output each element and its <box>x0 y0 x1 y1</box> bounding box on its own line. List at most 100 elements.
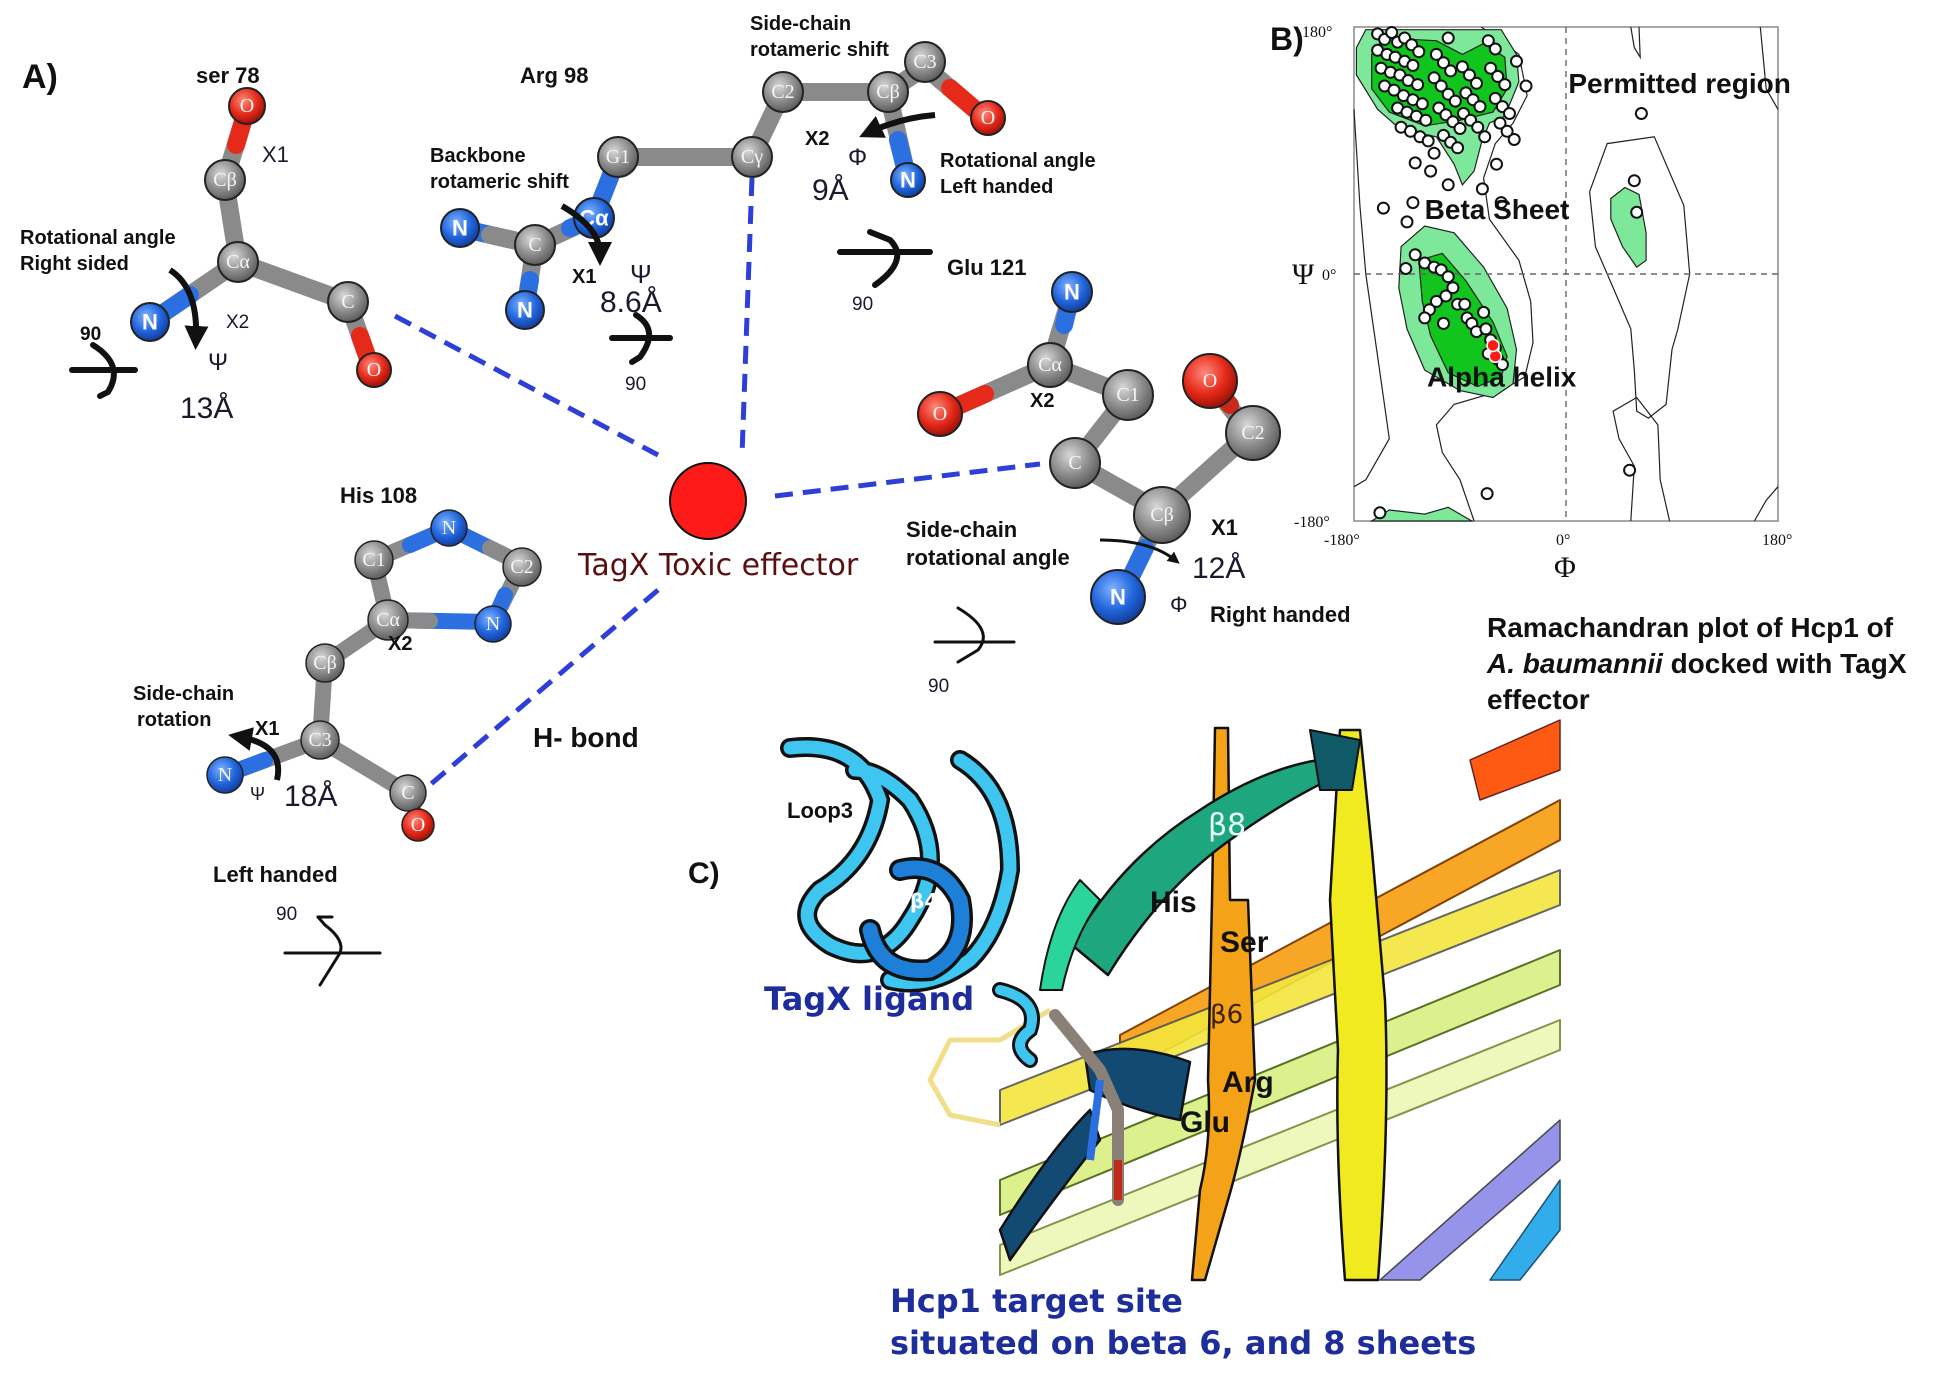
chi2-label: X2 <box>226 312 249 333</box>
sc-note-1: Side-chain <box>906 517 1017 542</box>
rotation-90-label-1: 90 <box>625 374 646 395</box>
caption-line-1: Ramachandran plot of Hcp1 of <box>1487 612 1894 643</box>
psi-symbol: Ψ <box>208 349 228 376</box>
atom: N <box>900 168 916 193</box>
chi2-label: X2 <box>388 633 412 655</box>
psi-symbol: Ψ <box>630 259 652 289</box>
rotation-90-label: 90 <box>276 904 297 925</box>
atom: Cβ <box>313 652 337 674</box>
caption-line-2: docked with TagX <box>1662 648 1907 679</box>
phi-symbol: Φ <box>848 144 867 171</box>
residue-name: ser 78 <box>196 63 260 88</box>
hbond-lines <box>393 177 1041 792</box>
atom: N <box>142 310 158 335</box>
atom: C3 <box>308 729 331 751</box>
hbond-label: H- bond <box>533 722 639 753</box>
chi1-label: X1 <box>572 266 596 288</box>
atom: C1 <box>362 549 385 571</box>
distance-2: 9Å <box>812 174 849 207</box>
psi-symbol: Ψ <box>250 784 265 804</box>
atom: C <box>1068 452 1081 474</box>
rotation-arrow <box>228 727 282 781</box>
residue-name: Arg 98 <box>520 63 588 88</box>
sidechain-rotation-arrow <box>859 112 936 138</box>
backbone-rotation-arrow <box>560 203 612 266</box>
atom: Cβ <box>213 169 237 191</box>
atom: N <box>452 216 468 241</box>
rotation-90-icon <box>69 342 138 399</box>
residue-ser78: ser 78 O Cβ Cα N C O X1 X2 Rotational an… <box>20 63 392 425</box>
sc-note-2: rotation <box>137 709 211 731</box>
distance-1: 8.6Å <box>600 286 662 319</box>
atom: Cα <box>1038 354 1062 376</box>
backbone-note-2: rotameric shift <box>430 171 569 193</box>
hbond-his108 <box>422 588 660 792</box>
residue-glu121: Glu 121 N Cα O C1 C Cβ C2 O N X2 X1 Side… <box>906 255 1351 697</box>
tagx-effector-sphere <box>669 462 747 540</box>
atom: Cβ <box>876 81 900 103</box>
rot-note-1: Rotational angle <box>940 150 1096 172</box>
atom: G1 <box>606 146 630 168</box>
chi1-label: X1 <box>255 718 279 740</box>
atom: O <box>981 107 995 129</box>
atom: Cα <box>226 251 250 273</box>
rotation-90-label: 90 <box>928 676 949 697</box>
atom: O <box>933 403 947 425</box>
atom: O <box>240 95 254 117</box>
hbond-ser78 <box>393 313 660 458</box>
rotation-90-label-2: 90 <box>852 294 873 315</box>
residue-name: Glu 121 <box>947 255 1026 280</box>
chi1-label: X1 <box>262 142 289 167</box>
atom: N <box>1110 585 1126 610</box>
caption-species: A. baumannii <box>1487 648 1663 679</box>
sc-note-1: Side-chain <box>133 683 234 705</box>
atom: C1 <box>1116 384 1139 406</box>
caption-line-3: effector <box>1487 684 1590 715</box>
rotation-90-icon <box>933 606 1016 664</box>
hcp1-target-title-2: situated on beta 6, and 8 sheets <box>890 1324 1477 1362</box>
atom: N <box>1064 280 1080 305</box>
atom: C2 <box>510 556 533 578</box>
handedness: Left handed <box>213 862 338 887</box>
distance-label: 12Å <box>1192 552 1245 585</box>
ramachandran-caption: Ramachandran plot of Hcp1 of A. baumanni… <box>1487 610 1947 718</box>
backbone-note-1: Backbone <box>430 145 526 167</box>
handedness: Right handed <box>1210 602 1351 627</box>
tagx-effector-label: TagX Toxic effector <box>577 548 859 583</box>
residue-his108: His 108 N C1 C2 Cα N Cβ C3 N C O X2 <box>133 483 542 987</box>
atom: O <box>411 814 425 836</box>
atom: C <box>341 291 354 313</box>
atom: C2 <box>771 81 794 103</box>
hbond-arg98 <box>739 177 755 456</box>
chi2-label: X2 <box>805 128 829 150</box>
rotation-90-label: 90 <box>80 324 101 345</box>
sc-note-2: rotational angle <box>906 545 1070 570</box>
rotation-arrow <box>168 267 209 350</box>
atom: N <box>442 517 456 539</box>
sidechain-note-2: rotameric shift <box>750 39 889 61</box>
atom: C2 <box>1241 422 1264 444</box>
rotation-90-icon-1 <box>609 312 673 365</box>
rotation-arrow <box>1099 538 1180 564</box>
atom: N <box>517 298 533 323</box>
phi-symbol: Φ <box>1170 592 1188 617</box>
residue-arg98: Arg 98 N C N Cα G1 Cγ C2 Cβ C3 O N B <box>430 13 1096 395</box>
atom: N <box>218 764 232 786</box>
atom: N <box>486 613 500 635</box>
rot-note-1: Rotational angle <box>20 227 176 249</box>
rotation-90-icon-2 <box>837 229 933 288</box>
atom: O <box>367 359 381 381</box>
rotation-90-icon <box>283 915 382 987</box>
atom: C <box>401 782 414 804</box>
rot-note-2: Left handed <box>940 176 1053 198</box>
chi1-label: X1 <box>1211 515 1238 540</box>
sidechain-note-1: Side-chain <box>750 13 851 35</box>
hcp1-target-title-1: Hcp1 target site <box>890 1282 1183 1320</box>
distance-label: 13Å <box>180 392 233 425</box>
atom: Cγ <box>741 146 763 168</box>
atom: C3 <box>913 51 936 73</box>
rot-note-2: Right sided <box>20 253 129 275</box>
atom: O <box>1203 370 1217 392</box>
hbond-glu121 <box>774 461 1041 499</box>
